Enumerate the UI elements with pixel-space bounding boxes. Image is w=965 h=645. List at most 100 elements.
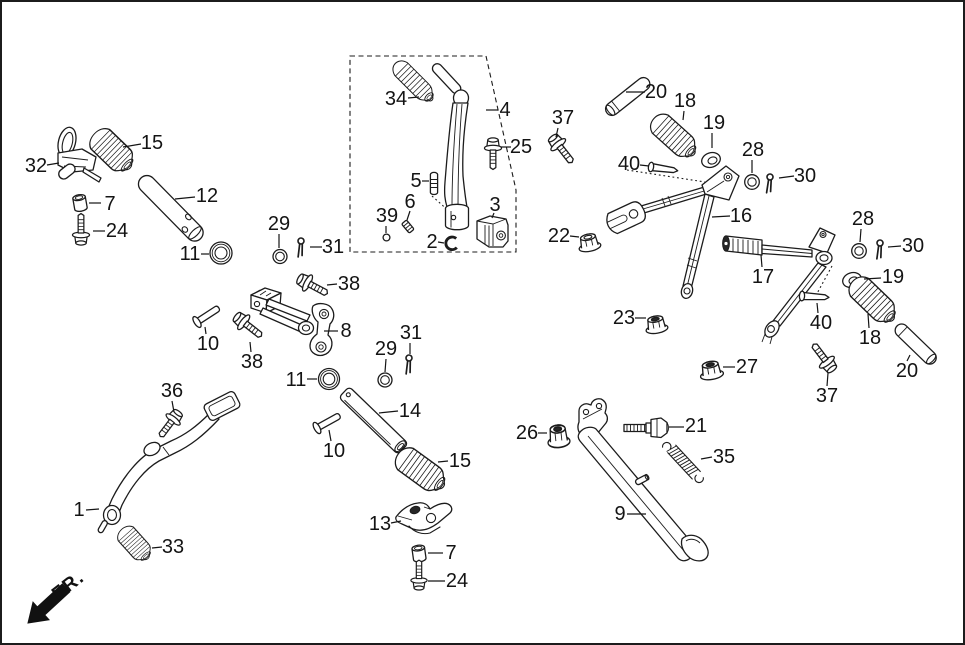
leader-line-37 bbox=[826, 372, 829, 387]
part-label-25: 25 bbox=[510, 136, 532, 158]
part-27-flange-nut bbox=[697, 358, 725, 383]
part-label-28: 28 bbox=[852, 208, 874, 230]
part-label-31: 31 bbox=[400, 322, 422, 344]
part-7-collar-front bbox=[72, 193, 88, 213]
leader-line-37 bbox=[555, 127, 559, 138]
part-label-18: 18 bbox=[674, 90, 696, 112]
part-6-spring-pin bbox=[401, 219, 415, 234]
part-label-14: 14 bbox=[399, 400, 421, 422]
part-label-32: 32 bbox=[25, 155, 47, 177]
part-label-15: 15 bbox=[449, 450, 471, 472]
part-label-31: 31 bbox=[322, 236, 344, 258]
part-16-brake-arm bbox=[606, 165, 740, 300]
part-label-37: 37 bbox=[816, 385, 838, 407]
part-label-20: 20 bbox=[896, 360, 918, 382]
part-label-18: 18 bbox=[859, 327, 881, 349]
leader-line-13 bbox=[390, 520, 402, 524]
part-label-10: 10 bbox=[197, 333, 219, 355]
leader-line-30 bbox=[778, 175, 795, 179]
part-label-7: 7 bbox=[104, 193, 115, 215]
part-37-flange-bolt-upper bbox=[543, 130, 580, 169]
part-label-19: 19 bbox=[882, 266, 904, 288]
part-18-footrest-rubber-upper bbox=[645, 108, 703, 165]
part-20-footrest-bar-lower bbox=[894, 323, 937, 365]
part-9-side-stand bbox=[577, 398, 709, 562]
part-label-19: 19 bbox=[703, 112, 725, 134]
part-2-circlip bbox=[444, 235, 458, 251]
front-arrow bbox=[27, 583, 71, 624]
part-label-11: 11 bbox=[286, 369, 307, 391]
part-label-10: 10 bbox=[323, 440, 345, 462]
part-24-flange-bolt-front bbox=[71, 212, 91, 246]
part-label-36: 36 bbox=[161, 380, 183, 402]
part-32-lever-joint bbox=[57, 126, 102, 183]
part-20-footrest-bar-upper bbox=[604, 76, 651, 117]
leader-line-30 bbox=[887, 245, 902, 248]
leader-line-35 bbox=[700, 456, 713, 460]
part-19-collar-upper bbox=[701, 151, 721, 169]
part-label-38: 38 bbox=[338, 273, 360, 295]
leader-line-3 bbox=[491, 212, 495, 219]
leader-line-1 bbox=[85, 508, 100, 511]
part-10-clevis-pin-upper bbox=[190, 301, 223, 330]
part-label-21: 21 bbox=[685, 415, 707, 437]
leader-line-19 bbox=[863, 277, 882, 280]
part-28-washer-lower bbox=[851, 243, 867, 259]
part-label-24: 24 bbox=[106, 220, 128, 242]
leader-line-20 bbox=[906, 354, 911, 362]
part-11-dust-seal-rear bbox=[317, 367, 341, 391]
part-29-o-ring-lower bbox=[377, 372, 393, 388]
part-1-gear-change-pedal bbox=[97, 390, 241, 534]
part-label-9: 9 bbox=[614, 503, 625, 525]
part-30-cotter-pin-lower bbox=[875, 238, 885, 260]
part-28-washer-upper bbox=[744, 174, 760, 190]
leader-line-16 bbox=[711, 215, 731, 218]
part-21-stopper-bolt bbox=[623, 417, 669, 439]
part-12-footrest-bar bbox=[137, 174, 204, 242]
part-label-11: 11 bbox=[180, 243, 201, 265]
part-label-37: 37 bbox=[552, 107, 574, 129]
part-label-5: 5 bbox=[410, 170, 421, 192]
leader-line-15 bbox=[122, 143, 142, 148]
leader-line-40 bbox=[816, 302, 819, 314]
part-22-flange-nut bbox=[575, 231, 603, 255]
leader-line-36 bbox=[171, 400, 175, 413]
kickstarter-group-box bbox=[349, 55, 517, 253]
part-3-kickstarter-joint bbox=[476, 215, 509, 248]
part-label-39: 39 bbox=[376, 205, 398, 227]
part-30-cotter-pin-upper bbox=[765, 172, 775, 195]
part-4-kickstarter-arm bbox=[431, 63, 470, 231]
part-label-40: 40 bbox=[618, 153, 640, 175]
part-label-34: 34 bbox=[385, 88, 407, 110]
part-5-joint-pin bbox=[429, 171, 439, 196]
part-label-7: 7 bbox=[445, 542, 456, 564]
leader-line-28 bbox=[859, 228, 862, 243]
leader-line-17 bbox=[760, 254, 763, 268]
part-31-cotter-pin-upper bbox=[296, 237, 305, 258]
leader-line-38 bbox=[249, 341, 252, 353]
leader-line-18 bbox=[867, 313, 870, 329]
part-label-29: 29 bbox=[268, 213, 290, 235]
part-label-17: 17 bbox=[752, 266, 774, 288]
part-label-3: 3 bbox=[489, 194, 500, 216]
leader-line-14 bbox=[378, 410, 399, 414]
part-label-2: 2 bbox=[426, 231, 437, 253]
front-direction-indicator: FR. bbox=[27, 567, 89, 624]
part-24-flange-bolt-rear bbox=[410, 559, 428, 591]
leader-line-22 bbox=[569, 235, 580, 238]
part-35-stand-spring bbox=[662, 441, 704, 484]
part-label-40: 40 bbox=[810, 312, 832, 334]
leader-line-33 bbox=[151, 546, 163, 549]
part-label-8: 8 bbox=[340, 320, 351, 342]
part-40-dowel-bolt-lower bbox=[798, 290, 830, 302]
leader-line-12 bbox=[174, 196, 196, 200]
leader-line-6 bbox=[406, 210, 411, 221]
part-23-flange-nut bbox=[643, 313, 670, 336]
part-label-15: 15 bbox=[141, 132, 163, 154]
part-label-16: 16 bbox=[730, 205, 752, 227]
part-11-dust-seal-front bbox=[209, 241, 233, 265]
part-label-12: 12 bbox=[196, 185, 218, 207]
part-label-23: 23 bbox=[613, 307, 635, 329]
part-26-flange-nut-stand bbox=[545, 423, 572, 450]
